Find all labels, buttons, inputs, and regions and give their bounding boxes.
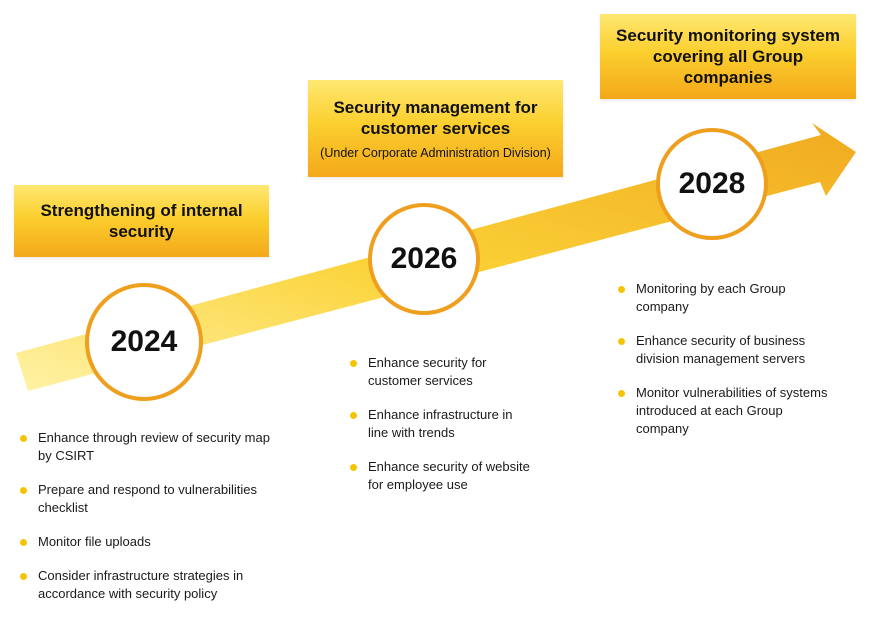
list-item-text: Enhance infrastructure in line with tren… [368,407,513,440]
bullet-list-2024: Enhance through review of security map b… [20,429,280,619]
bullet-icon [350,412,357,419]
bullet-icon [618,390,625,397]
banner-2026: Security management for customer service… [308,80,563,177]
banner-title-2024: Strengthening of internal security [40,201,243,241]
bullet-icon [20,573,27,580]
bullet-icon [20,539,27,546]
list-item: Monitoring by each Group company [618,280,838,316]
list-item: Enhance through review of security map b… [20,429,280,465]
list-item: Enhance security for customer services [350,354,530,390]
list-item-text: Enhance security of website for employee… [368,459,530,492]
list-item-text: Enhance through review of security map b… [38,430,270,463]
list-item: Consider infrastructure strategies in ac… [20,567,280,603]
list-item: Monitor file uploads [20,533,280,551]
list-item: Prepare and respond to vulnerabilities c… [20,481,280,517]
list-item-text: Consider infrastructure strategies in ac… [38,568,244,601]
banner-2024: Strengthening of internal security [14,185,269,257]
bullet-icon [350,464,357,471]
list-item-text: Monitor vulnerabilities of systems intro… [636,385,828,436]
banner-subtitle-2026: (Under Corporate Administration Division… [320,145,551,160]
year-label-2024: 2024 [110,325,178,358]
list-item-text: Prepare and respond to vulnerabilities c… [38,482,257,515]
bullet-icon [20,435,27,442]
bullet-icon [618,338,625,345]
year-label-2026: 2026 [390,242,458,275]
banner-2028: Security monitoring system covering all … [600,14,856,99]
list-item: Enhance security of website for employee… [350,458,530,494]
list-item-text: Monitor file uploads [38,534,151,549]
year-circle-2028: 2028 [656,128,768,240]
year-label-2028: 2028 [678,167,746,200]
list-item-text: Enhance security of business division ma… [636,333,806,366]
list-item: Monitor vulnerabilities of systems intro… [618,384,838,438]
list-item-text: Enhance security for customer services [368,355,487,388]
list-item-text: Monitoring by each Group company [636,281,786,314]
year-circle-2026: 2026 [368,203,480,315]
banner-title-2026: Security management for customer service… [333,97,538,138]
bullet-list-2028: Monitoring by each Group company Enhance… [618,280,838,454]
list-item: Enhance infrastructure in line with tren… [350,406,530,442]
year-circle-2024: 2024 [85,283,203,401]
list-item: Enhance security of business division ma… [618,332,838,368]
bullet-icon [20,487,27,494]
banner-title-2028: Security monitoring system covering all … [616,26,840,87]
bullet-icon [350,360,357,367]
bullet-icon [618,286,625,293]
bullet-list-2026: Enhance security for customer services E… [350,354,530,510]
